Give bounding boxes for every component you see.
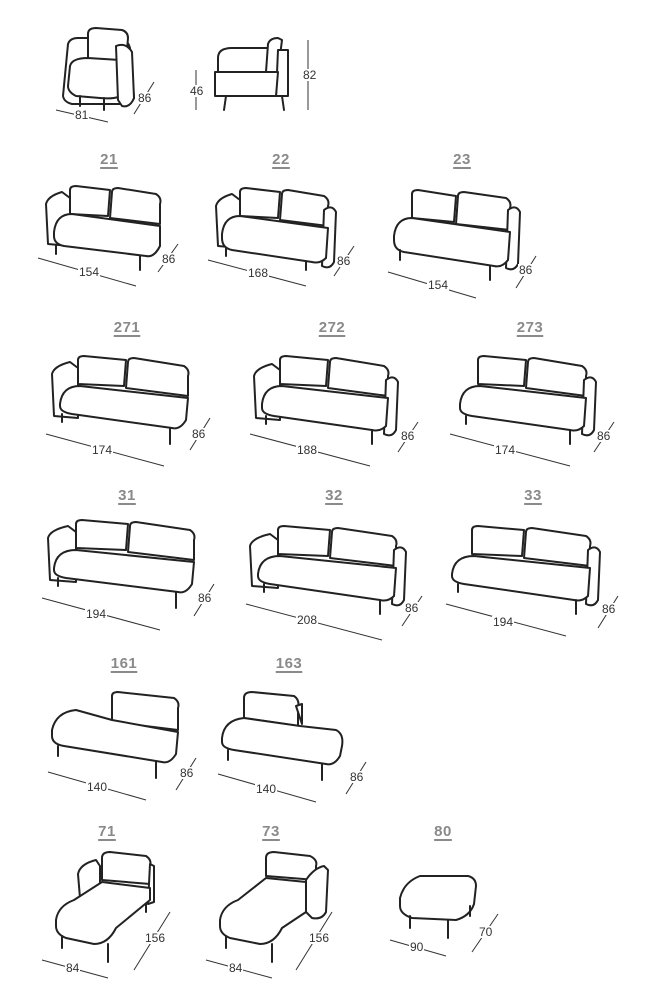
module-depth: 156 — [308, 931, 331, 945]
module-depth: 86 — [404, 601, 420, 615]
module-depth: 86 — [400, 429, 416, 443]
module-code: 80 — [434, 823, 452, 840]
armchair-side-drawing — [214, 37, 289, 111]
module-code: 32 — [325, 487, 343, 504]
module-depth: 86 — [601, 602, 617, 616]
module-width: 140 — [86, 780, 109, 794]
module-code: 23 — [453, 151, 471, 168]
module-width: 154 — [427, 278, 450, 292]
module-width: 208 — [296, 613, 319, 627]
module-code: 21 — [100, 151, 118, 168]
module-code: 31 — [118, 487, 136, 504]
module-depth: 86 — [191, 427, 207, 441]
armchair-height: 82 — [302, 68, 318, 82]
module-code: 22 — [272, 151, 290, 168]
module-width: 194 — [85, 607, 108, 621]
module-code: 163 — [275, 655, 303, 672]
module-depth: 156 — [144, 931, 167, 945]
module-code: 161 — [110, 655, 138, 672]
module-width: 90 — [409, 940, 425, 954]
armchair-width: 81 — [74, 108, 90, 122]
module-code: 71 — [98, 823, 116, 840]
dimension-lines — [389, 913, 499, 957]
armchair-front-drawing — [62, 27, 135, 111]
sofa-drawing — [459, 355, 597, 445]
module-code: 273 — [516, 319, 544, 336]
sofa-drawing — [55, 851, 155, 963]
module-depth: 86 — [197, 591, 213, 605]
sofa-drawing — [253, 355, 399, 445]
sofa-drawing — [249, 525, 407, 615]
sofa-drawing — [51, 691, 180, 779]
module-depth: 86 — [161, 252, 177, 266]
module-depth: 86 — [596, 429, 612, 443]
sofa-drawing — [51, 355, 190, 445]
module-width: 194 — [492, 615, 515, 629]
sofa-drawing — [47, 519, 196, 609]
armchair-depth: 86 — [137, 91, 153, 105]
module-width: 174 — [91, 443, 114, 457]
ottoman-drawing — [399, 875, 477, 939]
module-code: 33 — [524, 487, 542, 504]
module-depth: 86 — [336, 254, 352, 268]
sofa-drawing — [451, 525, 601, 615]
module-width: 140 — [255, 782, 278, 796]
module-code: 272 — [318, 319, 346, 336]
module-width: 84 — [65, 961, 81, 975]
module-depth: 86 — [518, 263, 534, 277]
module-width: 84 — [228, 961, 244, 975]
module-width: 174 — [494, 443, 517, 457]
sofa-drawing — [45, 185, 162, 271]
sofa-drawing — [219, 851, 329, 963]
sofa-drawing — [393, 189, 521, 281]
armchair-seat-height: 46 — [189, 84, 205, 98]
module-code: 271 — [113, 319, 141, 336]
module-width: 154 — [78, 265, 101, 279]
module-depth: 86 — [349, 770, 365, 784]
module-code: 73 — [262, 823, 280, 840]
module-depth: 70 — [478, 925, 494, 939]
sofa-drawing — [221, 691, 344, 781]
module-width: 168 — [247, 266, 270, 280]
sofa-drawing — [215, 187, 337, 271]
module-depth: 86 — [179, 766, 195, 780]
module-width: 188 — [296, 443, 319, 457]
